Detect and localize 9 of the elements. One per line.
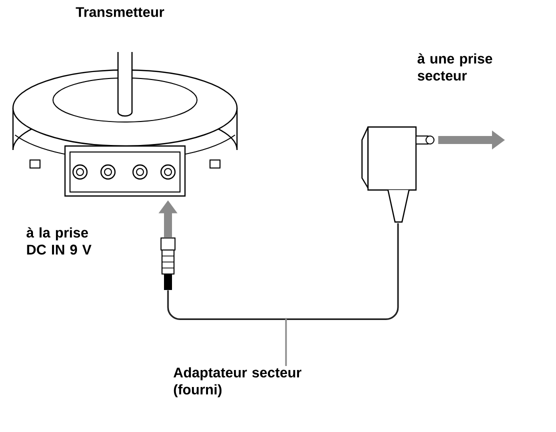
label-text: Transmetteur xyxy=(76,7,164,17)
transmitter-drawing xyxy=(12,51,238,197)
leader-line xyxy=(285,318,287,366)
adapter-drawing xyxy=(361,124,434,223)
caption-text: Adaptateur secteur (fourni) xyxy=(174,367,302,398)
label-text: à la prise DC IN 9 V xyxy=(26,227,92,255)
plug-drawing xyxy=(160,238,176,290)
cable xyxy=(167,223,399,320)
label-text: à une prise secteur xyxy=(418,53,492,81)
